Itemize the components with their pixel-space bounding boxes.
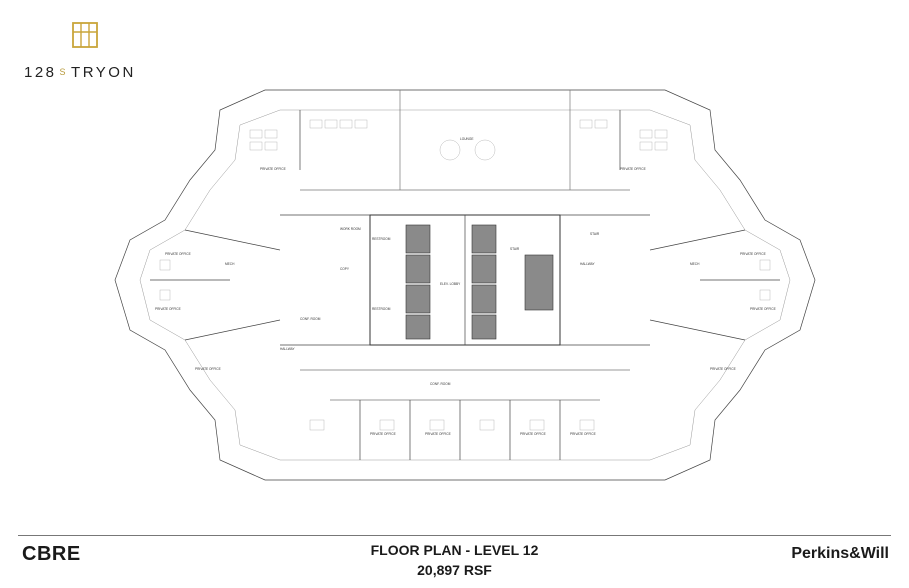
room-label: PRIVATE OFFICE (710, 367, 736, 371)
room-label: PRIVATE OFFICE (165, 252, 191, 256)
room-label: CONF. ROOM (300, 317, 321, 321)
plan-title: FLOOR PLAN - LEVEL 12 (370, 542, 539, 558)
room-label: COPY (340, 267, 350, 271)
elevator-shaft (405, 284, 431, 314)
room-label: ELEV. LOBBY (440, 282, 461, 286)
room-label: PRIVATE OFFICE (740, 252, 766, 256)
room-label: HALLWAY (580, 262, 596, 266)
room-label: PRIVATE OFFICE (195, 367, 221, 371)
room-label: STAIR (590, 232, 600, 236)
elevator-shaft (405, 314, 431, 340)
room-label: MECH (225, 262, 235, 266)
room-label: PRIVATE OFFICE (750, 307, 776, 311)
elevator-shaft (524, 254, 554, 311)
room-label: PRIVATE OFFICE (620, 167, 646, 171)
footer-divider (18, 535, 891, 536)
elevator-shaft (471, 254, 497, 284)
room-label: PRIVATE OFFICE (260, 167, 286, 171)
room-label: MECH (690, 262, 700, 266)
tower-emblem-icon (72, 22, 98, 48)
room-label: PRIVATE OFFICE (520, 432, 546, 436)
room-label: STAIR (510, 247, 520, 251)
elevator-shaft (471, 284, 497, 314)
room-label: CONF. ROOM (430, 382, 451, 386)
perkins-will-logo: Perkins&Will (791, 545, 889, 562)
plan-area: 20,897 RSF (417, 562, 492, 578)
elevator-shaft (405, 254, 431, 284)
room-label: RESTROOM (372, 307, 391, 311)
room-label: WORK ROOM (340, 227, 361, 231)
elevator-shaft (471, 314, 497, 340)
floor-plan-drawing: PRIVATE OFFICE PRIVATE OFFICE PRIVATE OF… (114, 89, 816, 481)
room-label: PRIVATE OFFICE (425, 432, 451, 436)
elevator-shaft (405, 224, 431, 254)
elevator-shaft (471, 224, 497, 254)
room-label: PRIVATE OFFICE (155, 307, 181, 311)
room-label: PRIVATE OFFICE (370, 432, 396, 436)
room-label: LOUNGE (460, 137, 473, 141)
room-label: PRIVATE OFFICE (570, 432, 596, 436)
room-label: HALLWAY (280, 347, 296, 351)
building-outline (114, 89, 816, 481)
room-label: RESTROOM (372, 237, 391, 241)
cbre-logo: CBRE (22, 543, 81, 565)
